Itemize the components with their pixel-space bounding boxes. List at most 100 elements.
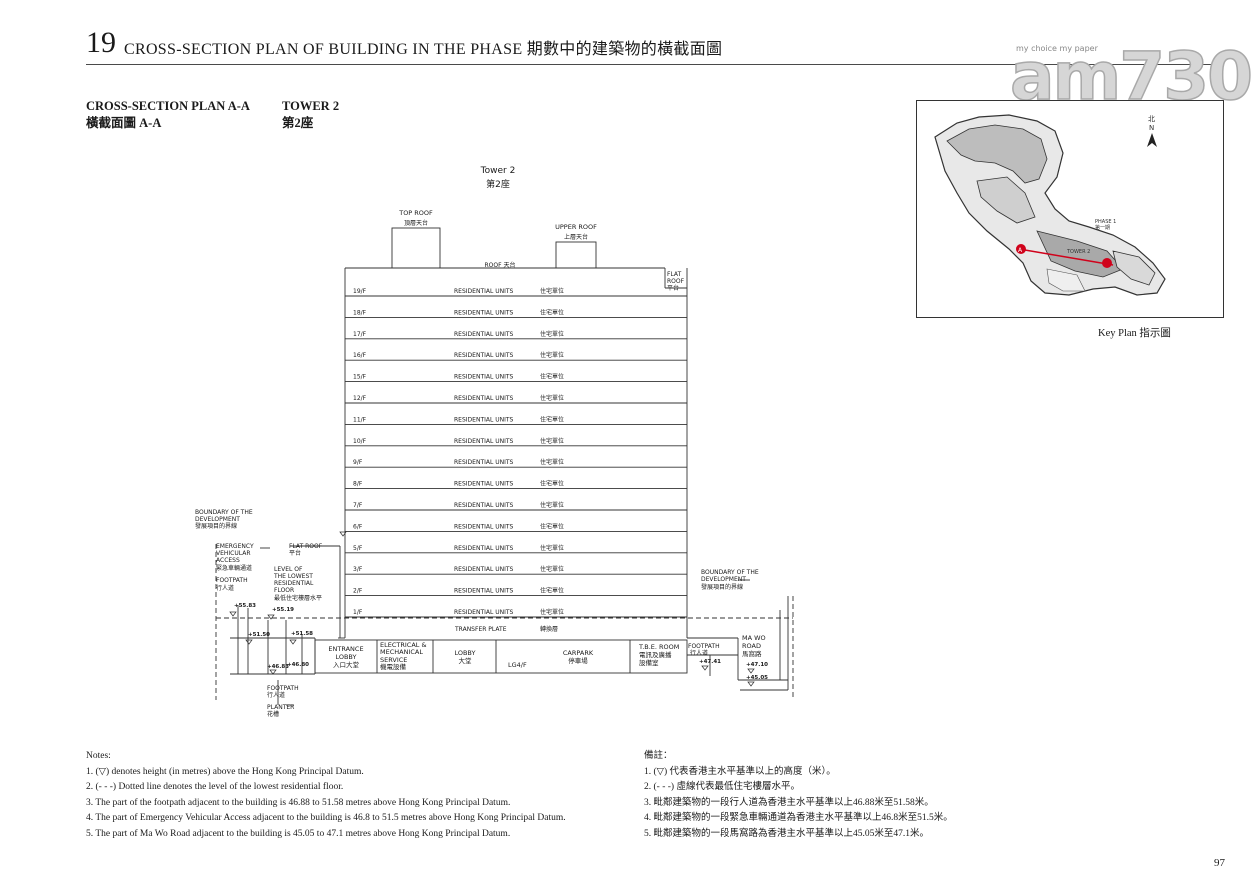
note-en-1: 1. (▽) denotes height (in metres) above … bbox=[86, 766, 364, 777]
eva-label-3: ACCESS bbox=[216, 557, 240, 564]
room-tbe-3: 設備室 bbox=[639, 658, 659, 667]
floor-use: RESIDENTIAL UNITS bbox=[454, 566, 514, 573]
key-plan-phase-label-zh: 第一期 bbox=[1095, 224, 1110, 231]
tower-heading-en: TOWER 2 bbox=[282, 99, 340, 113]
boundary-left-1: BOUNDARY OF THE bbox=[195, 509, 253, 516]
lg-level-box bbox=[314, 639, 688, 674]
floor-label: 2/F bbox=[353, 588, 363, 595]
floor-use-zh: 住宅單位 bbox=[540, 608, 564, 616]
floor-use-zh: 住宅單位 bbox=[540, 415, 564, 423]
floor-use-zh: 住宅單位 bbox=[540, 394, 564, 402]
top-roof-label: TOP ROOF bbox=[398, 209, 433, 217]
section-marker-right bbox=[1102, 258, 1112, 268]
section-line-aa bbox=[1018, 248, 1114, 266]
note-zh-3: 3. 毗鄰建築物的一段行人道為香港主水平基準以上46.88米至51.58米。 bbox=[644, 797, 934, 808]
floor-label: 5/F bbox=[353, 545, 363, 552]
page-number: 97 bbox=[1214, 857, 1225, 869]
note-zh-4: 4. 毗鄰建築物的一段緊急車輛通道為香港主水平基準以上46.8米至51.5米。 bbox=[644, 813, 953, 823]
floor-label: 16/F bbox=[353, 352, 367, 359]
room-em-4: 機電設備 bbox=[380, 662, 407, 671]
road-label-2: ROAD bbox=[742, 642, 761, 650]
level-5150: +51.50 bbox=[248, 632, 270, 638]
floor-use: RESIDENTIAL UNITS bbox=[454, 609, 514, 616]
key-plan: A TOWER 2 PHASE 1 第一期 北 N bbox=[916, 100, 1224, 318]
footpath-bottom-1: FOOTPATH bbox=[267, 685, 299, 692]
room-tbe-2: 電訊及廣播 bbox=[639, 650, 672, 659]
room-entrance-lobby-1: ENTRANCE bbox=[328, 645, 363, 653]
upper-roof-label-zh: 上層天台 bbox=[564, 233, 588, 241]
room-lobby-1: LOBBY bbox=[454, 649, 475, 657]
top-roof-label-zh: 頂層天台 bbox=[404, 219, 428, 227]
key-plan-phase-label: PHASE 1 bbox=[1095, 219, 1116, 225]
planter-label-1: PLANTER bbox=[267, 704, 294, 711]
floor-use-zh: 住宅單位 bbox=[540, 330, 564, 338]
level-5158: +51.58 bbox=[291, 631, 313, 637]
boundary-left-2: DEVELOPMENT bbox=[195, 516, 240, 523]
floor-use-zh: 住宅單位 bbox=[540, 437, 564, 445]
top-roof-box bbox=[391, 227, 441, 269]
level-5583: +55.83 bbox=[234, 603, 256, 609]
eva-label-2: VEHICULAR bbox=[216, 550, 251, 557]
floor-use: RESIDENTIAL UNITS bbox=[454, 395, 514, 402]
level-4505: +45.05 bbox=[746, 675, 768, 681]
header-rule bbox=[86, 64, 1224, 65]
key-plan-caption: Key Plan 指示圖 bbox=[1098, 328, 1171, 339]
boundary-left-3: 發展項目的界線 bbox=[195, 522, 237, 530]
room-em-1: ELECTRICAL & bbox=[380, 641, 427, 649]
floor-label: 19/F bbox=[353, 288, 367, 295]
north-label-zh: 北 bbox=[1148, 115, 1155, 123]
flat-roof-right-2: ROOF bbox=[667, 278, 685, 285]
level-4683: +46.83 bbox=[267, 664, 289, 670]
note-en-4: 4. The part of Emergency Vehicular Acces… bbox=[86, 813, 566, 823]
north-arrow-icon bbox=[1147, 133, 1157, 147]
lowest-res-4: FLOOR bbox=[274, 587, 294, 594]
floor-use: RESIDENTIAL UNITS bbox=[454, 481, 514, 488]
floor-use-zh: 住宅單位 bbox=[540, 351, 564, 359]
flat-roof-right-3: 平台 bbox=[667, 284, 679, 292]
note-en-3: 3. The part of the footpath adjacent to … bbox=[86, 797, 511, 808]
level-4741: +47.41 bbox=[699, 659, 721, 665]
lowest-res-1: LEVEL OF bbox=[274, 566, 303, 573]
floor-use-zh: 住宅單位 bbox=[540, 501, 564, 509]
footpath-bottom-2: 行人道 bbox=[267, 691, 285, 699]
room-lobby-2: 大堂 bbox=[459, 656, 473, 665]
floor-label: 3/F bbox=[353, 566, 363, 573]
tower-heading-zh: 第2座 bbox=[282, 116, 314, 130]
notes-english: Notes: 1. (▽) denotes height (in metres)… bbox=[86, 749, 616, 842]
floor-use-zh: 住宅單位 bbox=[540, 458, 564, 466]
section-number: 19 bbox=[86, 26, 116, 59]
room-carpark-2: 停車場 bbox=[568, 656, 588, 665]
flat-roof-right-1: FLAT bbox=[667, 271, 682, 278]
note-zh-2: 2. (- - -) 虛線代表最低住宅樓層水平。 bbox=[644, 782, 800, 792]
upper-roof-box bbox=[555, 241, 597, 269]
room-em-2: MECHANICAL bbox=[380, 648, 423, 656]
flat-roof-left-2: 平台 bbox=[289, 549, 301, 557]
boundary-right-1: BOUNDARY OF THE bbox=[701, 569, 759, 576]
floor-label: 1/F bbox=[353, 609, 363, 616]
floor-label: 11/F bbox=[353, 416, 367, 423]
room-entrance-lobby-3: 入口大堂 bbox=[333, 660, 360, 669]
footpath-right-2: 行人道 bbox=[690, 649, 708, 657]
floor-label: 9/F bbox=[353, 459, 363, 466]
floor-label: 17/F bbox=[353, 331, 367, 338]
page-title: CROSS-SECTION PLAN OF BUILDING IN THE PH… bbox=[124, 41, 723, 58]
floor-label: 15/F bbox=[353, 374, 367, 381]
floor-use: RESIDENTIAL UNITS bbox=[454, 545, 514, 552]
eva-label-1: EMERGENCY bbox=[216, 543, 254, 550]
level-markers bbox=[229, 531, 755, 687]
key-plan-drawing: A TOWER 2 PHASE 1 第一期 北 N bbox=[934, 114, 1166, 296]
note-en-5: 5. The part of Ma Wo Road adjacent to th… bbox=[86, 828, 511, 839]
floor-label: 6/F bbox=[353, 523, 363, 530]
floor-label: 7/F bbox=[353, 502, 363, 509]
tower-label-en: Tower 2 bbox=[480, 166, 516, 176]
floor-label: 10/F bbox=[353, 438, 367, 445]
boundary-right-3: 發展項目的界線 bbox=[701, 583, 743, 591]
floor-use: RESIDENTIAL UNITS bbox=[454, 331, 514, 338]
floor-use: RESIDENTIAL UNITS bbox=[454, 502, 514, 509]
planter-label-2: 花槽 bbox=[267, 710, 279, 718]
transfer-plate-label-zh: 轉換層 bbox=[540, 625, 558, 633]
room-entrance-lobby-2: LOBBY bbox=[335, 653, 356, 661]
plan-heading: CROSS-SECTION PLAN A-A 橫截面圖 A-A bbox=[86, 98, 250, 132]
